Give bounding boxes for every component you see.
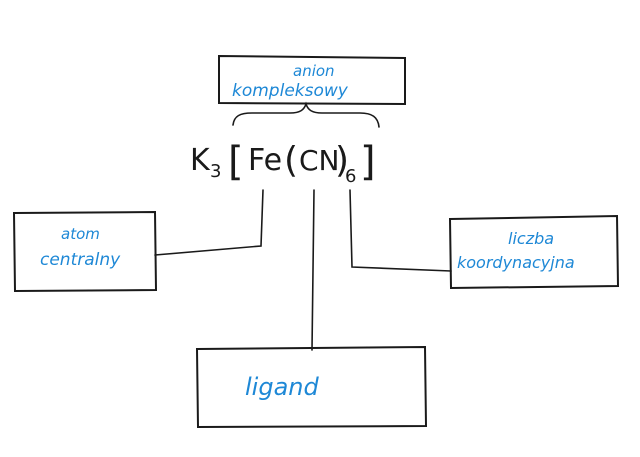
anion-brace (232, 101, 380, 128)
liczba-label-line1: liczba (508, 229, 554, 248)
connector-cn-to-ligand (311, 189, 315, 351)
liczba-koordynacyjna-box: liczba koordynacyjna (448, 214, 620, 290)
connector-fe-to-atom (154, 189, 264, 256)
anion-kompleksowy-box: anion kompleksowy (218, 54, 406, 106)
formula-close-paren: ) (335, 140, 349, 181)
formula-cn: CN (299, 144, 340, 177)
liczba-label-line2: koordynacyjna (457, 253, 575, 272)
ligand-box: ligand (195, 345, 428, 429)
ligand-label: ligand (245, 373, 319, 401)
connector-6-to-liczba (349, 189, 452, 272)
anion-label-line2: kompleksowy (232, 81, 349, 101)
formula-open-bracket: [ (228, 139, 244, 185)
anion-label-line1: anion (293, 62, 335, 80)
formula-close-bracket: ] (360, 139, 376, 185)
formula-k3-fe-cn6: K 3 [ Fe ( CN ) 6 ] (190, 139, 376, 187)
atom-label-line2: centralny (40, 250, 121, 270)
atom-label-line1: atom (61, 225, 100, 243)
formula-k-subscript: 3 (210, 161, 221, 182)
formula-k: K (190, 143, 211, 178)
formula-fe: Fe (248, 143, 282, 178)
formula-subscript-6: 6 (345, 166, 356, 187)
atom-centralny-box: atom centralny (12, 210, 158, 293)
formula-open-paren: ( (284, 140, 298, 181)
